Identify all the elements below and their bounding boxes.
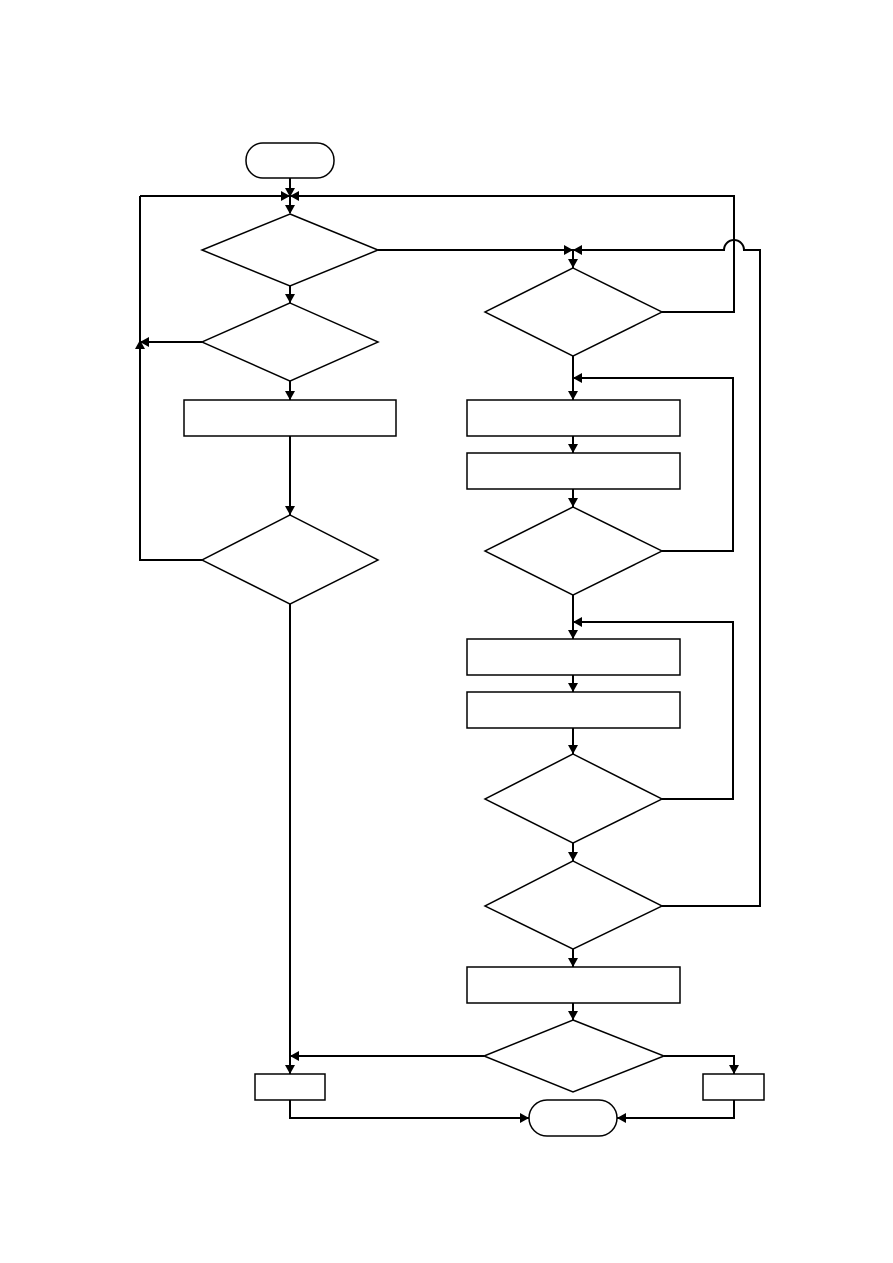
connector-top-loop (140, 195, 735, 313)
final-decision (481, 1019, 667, 1093)
output-right-box (702, 1073, 765, 1101)
connector-output-left-to-end (289, 1100, 529, 1119)
arrowhead-final-left (290, 1051, 299, 1061)
connector-left-loop (139, 196, 202, 561)
arrowheads (135, 188, 739, 1123)
arrowhead-into-final-decision (568, 1011, 578, 1020)
arrowhead-into-right-process-1 (568, 391, 578, 400)
arrowhead-into-decision-3 (285, 506, 295, 515)
arrowhead-end-from-right (617, 1113, 626, 1123)
arrowhead-right-merge-left (573, 245, 582, 255)
arrowhead-left-loop-up (135, 340, 145, 349)
arrowhead-right-merge-right (564, 245, 573, 255)
connector-final-decision-right (664, 1055, 735, 1074)
right-process-2 (466, 452, 681, 490)
right-process-4 (466, 691, 681, 729)
arrowhead-end-from-left (520, 1113, 529, 1123)
arrowhead-into-right-process-3 (568, 630, 578, 639)
right-process-5 (466, 966, 681, 1004)
arrowhead-into-right-decision-4 (568, 852, 578, 861)
start-terminator (245, 142, 335, 179)
arrowhead-into-process-1 (285, 391, 295, 400)
left-decision-3 (200, 514, 380, 605)
connector-right-decision-2-loop (573, 377, 734, 552)
arrowhead-into-decision-2 (285, 294, 295, 303)
left-decision-1 (200, 213, 380, 287)
arrowhead-into-right-decision-3 (568, 745, 578, 754)
end-terminator (528, 1099, 618, 1137)
arrowhead-into-right-process-2 (568, 444, 578, 453)
arrowhead-into-right-decision-2 (568, 498, 578, 507)
arrowhead-into-right-process-5 (568, 958, 578, 967)
arrowhead-into-right-process-4 (568, 683, 578, 692)
arrowhead-into-output-left (285, 1065, 295, 1074)
arrowhead-top-loop-left (290, 191, 299, 201)
arrowhead-into-output-right (729, 1065, 739, 1074)
arrowhead-right-loop-1-left (573, 373, 582, 383)
right-decision-4 (483, 860, 664, 950)
arrowhead-merge-start-right (281, 191, 290, 201)
left-decision-2 (200, 302, 380, 382)
right-decision-2 (483, 506, 664, 596)
right-process-3 (466, 638, 681, 676)
right-decision-3 (483, 753, 664, 844)
arrowhead-right-loop-2-left (573, 617, 582, 627)
arrowhead-left-loop-in (140, 337, 149, 347)
output-left-box (254, 1073, 326, 1101)
right-process-1 (466, 399, 681, 437)
arrowhead-merge-start (285, 188, 295, 197)
connector-right-decision-3-loop (573, 621, 734, 800)
right-decision-1 (483, 267, 664, 357)
arrowhead-into-right-decision-1 (568, 259, 578, 268)
connector-far-right-return (573, 239, 761, 907)
flowchart-shapes (183, 142, 765, 1137)
connector-output-right-to-end (617, 1100, 735, 1119)
arrowhead-into-decision-1 (285, 205, 295, 214)
connector-lines (139, 178, 761, 1119)
left-process-1 (183, 399, 397, 437)
